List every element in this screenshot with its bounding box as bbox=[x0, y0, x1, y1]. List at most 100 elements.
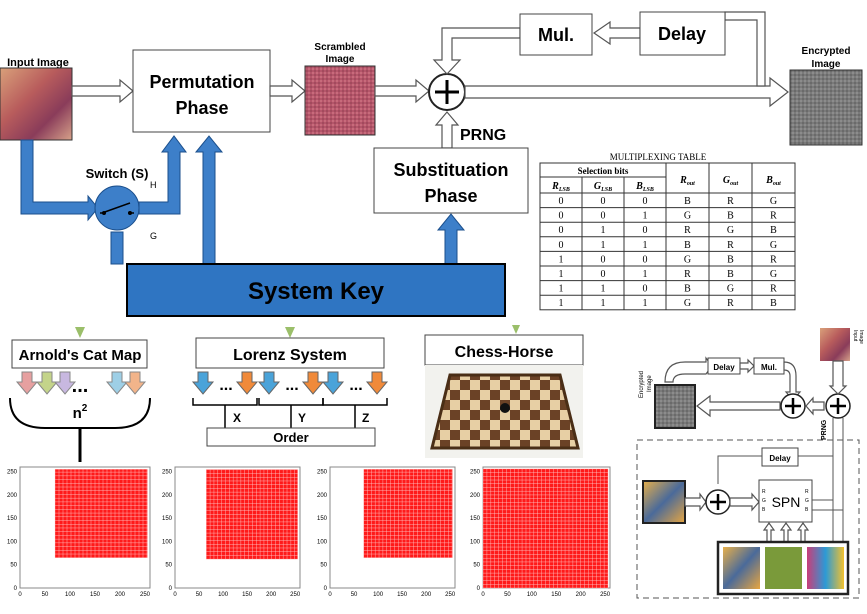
table-cell: 1 bbox=[559, 254, 564, 265]
delay-label: Delay bbox=[658, 24, 706, 44]
y-tick-label: 50 bbox=[473, 563, 480, 569]
x-tick-label: 100 bbox=[373, 592, 384, 598]
y-tick-label: 250 bbox=[317, 470, 328, 476]
system-key-box bbox=[126, 263, 506, 317]
svg-text:...: ... bbox=[285, 377, 298, 394]
arrow-scrambled-to-xor bbox=[374, 78, 430, 104]
spn-arrow-input-to-xor2 bbox=[828, 360, 848, 395]
table-header: GLSB bbox=[594, 181, 612, 193]
substitution-line1: Substituation bbox=[394, 160, 509, 180]
table-cell: 0 bbox=[643, 196, 648, 207]
y-tick-label: 200 bbox=[162, 493, 173, 499]
lorenz-group-1: ... bbox=[257, 371, 325, 428]
table-cell: 1 bbox=[643, 298, 648, 309]
scrambled-label-1: Scrambled bbox=[314, 42, 365, 53]
table-cell: B bbox=[684, 240, 691, 251]
table-cell: B bbox=[684, 284, 691, 295]
x-tick-label: 100 bbox=[65, 592, 76, 598]
spn-arrow-xor2-to-xor1 bbox=[805, 396, 825, 416]
arrow-mul-to-xor bbox=[432, 27, 521, 75]
table-header: RLSB bbox=[551, 181, 570, 193]
arnold-input-marker bbox=[75, 327, 85, 338]
arrow-xor-to-encrypted bbox=[464, 76, 789, 108]
spn-box bbox=[758, 479, 813, 523]
table-cell: 1 bbox=[643, 211, 648, 222]
table-cell: 0 bbox=[559, 211, 564, 222]
table-header: Rout bbox=[679, 175, 695, 187]
y-tick-label: 100 bbox=[7, 539, 18, 545]
table-cell: B bbox=[770, 298, 777, 309]
x-tick-label: 50 bbox=[42, 592, 49, 598]
svg-text:...: ... bbox=[349, 377, 362, 394]
y-tick-label: 250 bbox=[162, 470, 173, 476]
spn-arrow-delay-to-mul bbox=[739, 358, 755, 374]
scatter-points-region bbox=[206, 469, 298, 560]
y-tick-label: 200 bbox=[7, 493, 18, 499]
svg-text:G: G bbox=[762, 498, 766, 504]
svg-text:B: B bbox=[805, 507, 809, 513]
table-cell: R bbox=[727, 298, 734, 309]
permutation-phase-line1: Permutation bbox=[149, 72, 254, 92]
y-tick-label: 200 bbox=[317, 493, 328, 499]
scatter-plots: 0050501001001501502002002502500050501001… bbox=[7, 466, 611, 598]
spn-fractal-2 bbox=[765, 547, 802, 589]
spn-encrypted-image bbox=[654, 384, 696, 429]
table-cell: 1 bbox=[559, 284, 564, 295]
svg-text:R: R bbox=[805, 489, 809, 495]
knight-piece bbox=[500, 403, 510, 413]
table-cell: 1 bbox=[601, 284, 606, 295]
table-cell: 1 bbox=[643, 240, 648, 251]
lorenz-system-label: Lorenz System bbox=[233, 347, 347, 364]
y-tick-label: 0 bbox=[14, 586, 18, 592]
table-cell: G bbox=[727, 225, 734, 236]
table-cell: B bbox=[727, 269, 734, 280]
mul-label: Mul. bbox=[538, 25, 574, 45]
x-tick-label: 150 bbox=[551, 592, 562, 598]
table-cell: 0 bbox=[643, 225, 648, 236]
y-tick-label: 100 bbox=[470, 539, 481, 545]
spn-delay2-box bbox=[761, 447, 799, 467]
spn-mul-label: Mul. bbox=[761, 363, 777, 372]
encrypted-label-1: Encrypted bbox=[802, 46, 851, 57]
table-header: Bout bbox=[765, 175, 781, 187]
feedback-line bbox=[724, 11, 766, 87]
spn-key-arrows bbox=[762, 521, 810, 543]
y-tick-label: 100 bbox=[317, 539, 328, 545]
table-cell: R bbox=[684, 225, 691, 236]
x-tick-label: 50 bbox=[196, 592, 203, 598]
spn-encrypted-label-1: Encrypted bbox=[639, 371, 645, 398]
table-cell: R bbox=[727, 240, 734, 251]
y-tick-label: 150 bbox=[470, 516, 481, 522]
table-header: Gout bbox=[723, 175, 739, 187]
delay-box bbox=[639, 11, 726, 56]
lorenz-y-label: Y bbox=[298, 411, 306, 425]
permutation-phase-box bbox=[132, 49, 271, 133]
table-cell: B bbox=[770, 225, 777, 236]
table-cell: 1 bbox=[601, 225, 606, 236]
x-tick-label: 200 bbox=[576, 592, 587, 598]
x-tick-label: 50 bbox=[351, 592, 358, 598]
arnold-arrows bbox=[15, 371, 147, 395]
x-tick-label: 150 bbox=[242, 592, 253, 598]
table-cell: 0 bbox=[559, 225, 564, 236]
arrow-key-to-switch bbox=[110, 231, 124, 265]
input-image-label: Input Image bbox=[7, 57, 69, 69]
table-cell: R bbox=[684, 269, 691, 280]
y-tick-label: 250 bbox=[7, 470, 18, 476]
spn-diagram: Delay Mul. Encrypted Image Input Image P… bbox=[636, 328, 864, 599]
encrypted-image bbox=[789, 69, 863, 146]
plus-glyph bbox=[435, 80, 459, 104]
chess-input-marker bbox=[512, 325, 520, 334]
x-tick-label: 100 bbox=[527, 592, 538, 598]
switch-label: Switch (S) bbox=[86, 166, 149, 181]
table-cell: 1 bbox=[601, 298, 606, 309]
spn-dashed-frame bbox=[636, 439, 860, 599]
svg-text:B: B bbox=[762, 507, 766, 513]
table-cell: 0 bbox=[601, 269, 606, 280]
x-tick-label: 250 bbox=[290, 592, 301, 598]
spn-fractal-1 bbox=[723, 547, 760, 589]
arnold-cat-map-box bbox=[11, 339, 148, 369]
table-cell: 1 bbox=[643, 269, 648, 280]
